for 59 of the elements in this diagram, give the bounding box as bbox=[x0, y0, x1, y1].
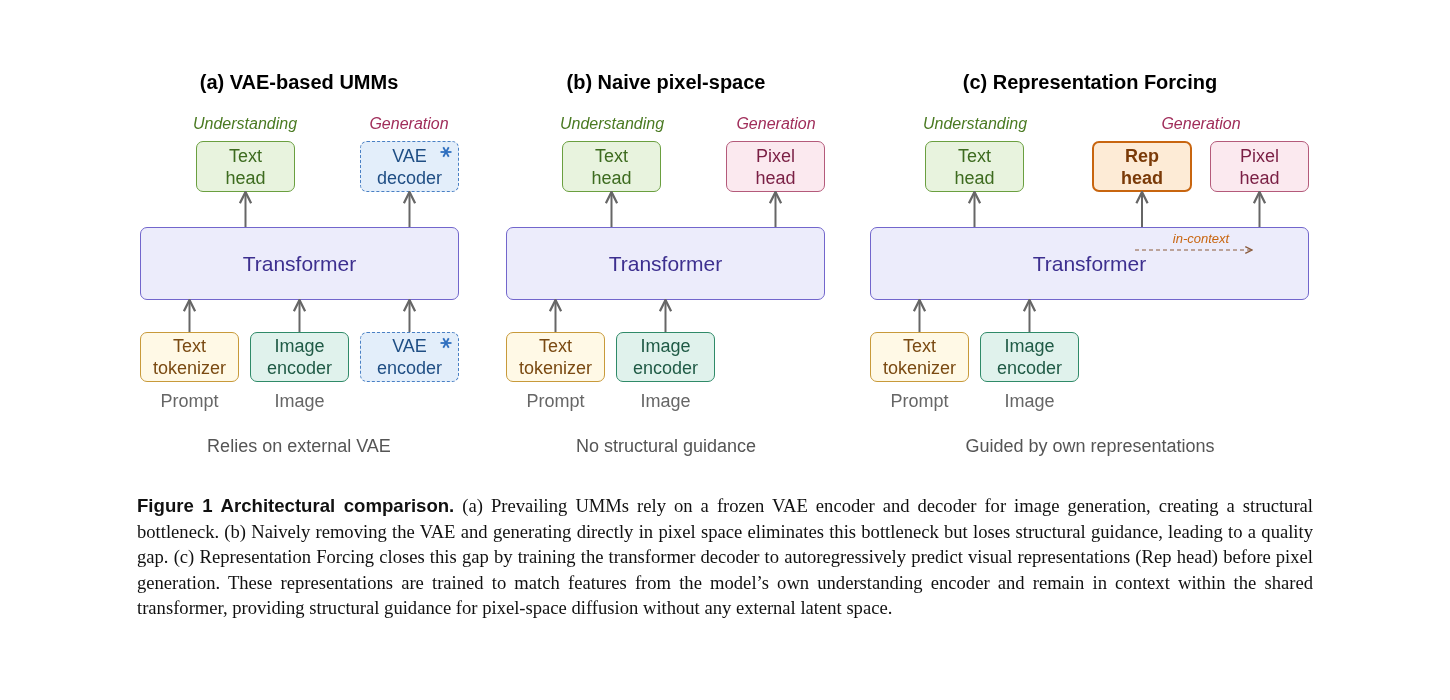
module-box bbox=[360, 141, 459, 192]
group-label: Generation bbox=[736, 115, 816, 133]
node-label: Rep head bbox=[1121, 144, 1163, 189]
node-label: Transformer bbox=[608, 252, 723, 275]
annotation-label: in-context bbox=[1172, 231, 1230, 246]
transformer-box bbox=[506, 227, 825, 300]
arrow bbox=[238, 190, 253, 228]
node-label: VAE decoder bbox=[376, 144, 442, 189]
input-caption: Image bbox=[273, 391, 326, 412]
arrow bbox=[1135, 190, 1149, 228]
input-caption: Prompt bbox=[889, 391, 950, 412]
node-label: Image encoder bbox=[632, 335, 698, 379]
node-label: Text head bbox=[591, 144, 632, 189]
arrow bbox=[402, 190, 417, 228]
node-label: Pixel head bbox=[1239, 144, 1280, 189]
arrow bbox=[548, 298, 563, 333]
node-label: Text tokenizer bbox=[882, 335, 956, 379]
input-caption: Image bbox=[639, 391, 692, 412]
node-label: Transformer bbox=[1032, 252, 1147, 275]
arrow bbox=[604, 190, 619, 228]
panel-caption: Relies on external VAE bbox=[207, 436, 391, 457]
node-label: Image encoder bbox=[266, 335, 332, 379]
node-label: Pixel head bbox=[755, 144, 796, 189]
input-caption: Prompt bbox=[159, 391, 220, 412]
module-box bbox=[196, 141, 295, 192]
panel-caption: No structural guidance bbox=[575, 436, 757, 457]
node-label: VAE encoder bbox=[376, 335, 442, 379]
node-label: Transformer bbox=[242, 252, 357, 275]
node-label: Text tokenizer bbox=[518, 335, 592, 379]
transformer-box bbox=[140, 227, 459, 300]
node-label: Text head bbox=[954, 144, 995, 189]
module-box bbox=[1210, 141, 1309, 192]
arrow bbox=[912, 298, 927, 333]
node-label: Image encoder bbox=[996, 335, 1062, 379]
input-caption: Image bbox=[1003, 391, 1056, 412]
node-label: Text tokenizer bbox=[152, 335, 226, 379]
panel-heading: (a) VAE-based UMMs bbox=[199, 71, 399, 94]
arrow bbox=[1252, 190, 1267, 228]
input-caption: Prompt bbox=[525, 391, 586, 412]
arrow bbox=[658, 298, 673, 333]
arrow bbox=[967, 190, 982, 228]
arrow bbox=[292, 298, 307, 333]
module-box bbox=[562, 141, 661, 192]
group-label: Generation bbox=[1161, 115, 1241, 133]
arrow bbox=[182, 298, 197, 333]
panel-heading: (b) Naive pixel-space bbox=[566, 71, 766, 94]
module-box bbox=[360, 332, 459, 382]
arrow bbox=[1022, 298, 1037, 333]
node-label: Text head bbox=[225, 144, 266, 189]
module-box bbox=[1092, 141, 1192, 192]
panel-heading: (c) Representation Forcing bbox=[962, 71, 1218, 94]
module-box bbox=[925, 141, 1024, 192]
figure-caption: Figure 1 Architectural comparison. (a) Prevailing UMMs rely on a frozen VAE encoder and decoder for image generation, creating a structural bottleneck. (b) Naively removing the VAE and generating directly in pixel space eliminates this bottleneck but loses structural guidance, leading to a quality gap. (c) Representation Forcing closes this gap by training the transformer decoder to autoregressively predict visual representations (Rep head) before pixel generation. These representations are trained to match features from the model’s own understanding encoder and remain in context within the shared transformer, providing structural guidance for pixel-space diffusion without any external latent space. bbox=[137, 494, 1313, 620]
arrow bbox=[402, 298, 417, 333]
arrow bbox=[768, 190, 783, 228]
group-label: Generation bbox=[369, 115, 449, 133]
transformer-box bbox=[870, 227, 1309, 300]
module-box bbox=[726, 141, 825, 192]
panel-caption: Guided by own representations bbox=[965, 436, 1215, 457]
